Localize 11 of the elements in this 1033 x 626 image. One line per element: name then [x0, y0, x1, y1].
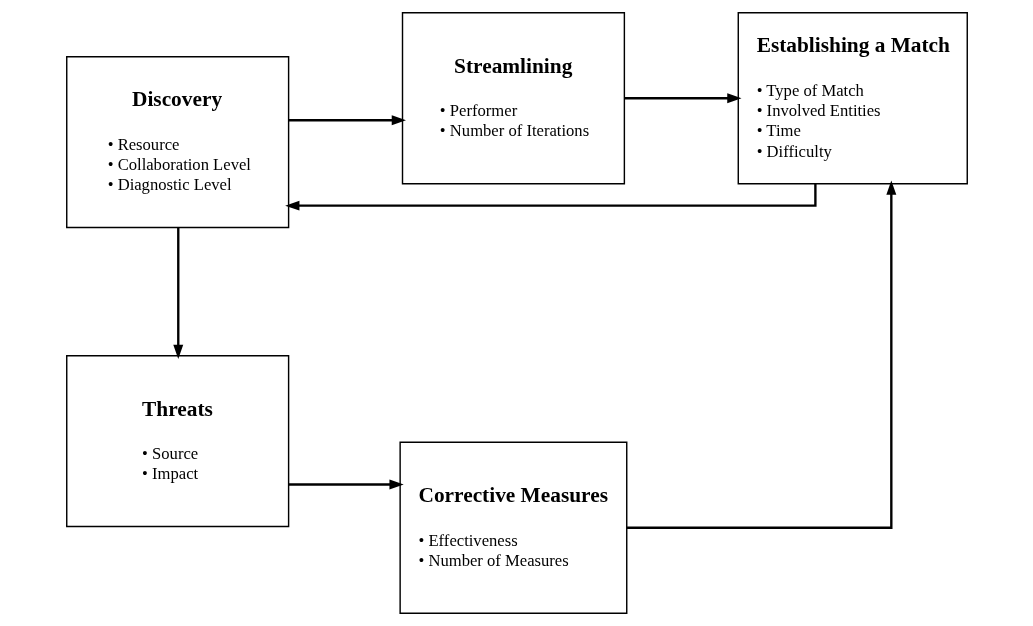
arrow — [624, 93, 741, 104]
arrow — [626, 180, 896, 529]
node-box: Discovery • Resource • Collaboration Level • Diagnostic Level — [65, 56, 289, 229]
arrow — [288, 115, 406, 126]
node-box: Corrective Measures • Effectiveness • Number of Measures — [398, 441, 627, 614]
arrow — [172, 227, 183, 360]
arrow — [284, 183, 817, 211]
arrow — [288, 479, 404, 490]
node-box: Threats • Source • Impact — [65, 355, 289, 528]
node-box: Establishing a Match • Type of Match • Involved Entities • Time • Difficulty — [737, 12, 968, 185]
node-box: Streamlining • Performer • Number of Iterations — [401, 12, 625, 185]
